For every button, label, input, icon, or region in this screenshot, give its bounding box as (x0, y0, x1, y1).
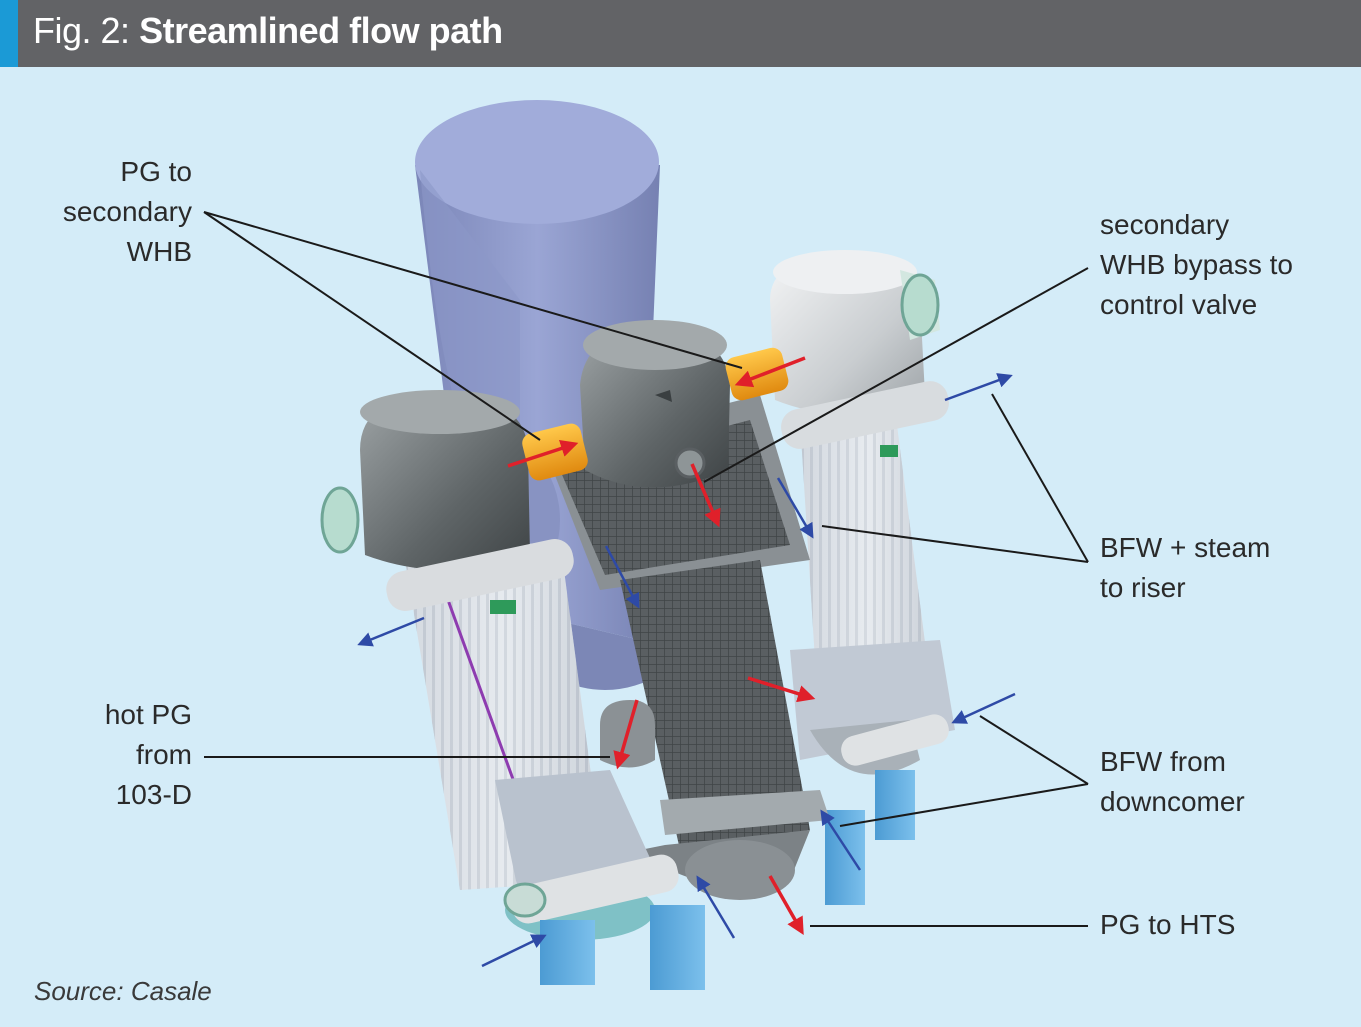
blue-arrow-downcomer-lower (820, 809, 862, 871)
label-pg-to-hts: PG to HTS (1100, 909, 1236, 940)
blue-arrow-right-tubes (776, 477, 814, 539)
red-arrow-right-shell (747, 676, 816, 703)
blue-arrow-downcomer-right (951, 692, 1016, 724)
leader-downcomer-1 (979, 715, 1089, 785)
figure-header-bar: Fig. 2: Streamlined flow path (0, 0, 1361, 67)
left-heat-exchanger (320, 390, 679, 940)
leader-bfw-steam-2 (821, 525, 1089, 563)
blue-arrow-left-bottom (481, 934, 547, 968)
center-heat-exchanger (545, 320, 830, 900)
figure-title: Fig. 2: Streamlined flow path (33, 10, 503, 52)
leader-pg-secondary-1 (203, 211, 541, 441)
blue-arrow-center-left (604, 545, 640, 609)
label-bfw-steam-to-riser: BFW + steam to riser (1100, 532, 1271, 603)
leader-pg-secondary-2 (203, 211, 743, 369)
left-support-blocks (540, 905, 705, 990)
red-arrow-center-down (690, 463, 721, 528)
red-arrow-nozzle-right (734, 356, 806, 388)
leader-bfw-steam-1 (991, 393, 1089, 563)
leader-bypass (703, 267, 1089, 483)
red-arrow-hts-outlet (768, 875, 804, 936)
blue-arrow-right-riser (944, 373, 1013, 402)
callout-leader-lines (203, 211, 1089, 927)
leader-downcomer-2 (839, 783, 1089, 827)
hot-gas-flow-arrows (507, 356, 816, 936)
source-credit: Source: Casale (34, 976, 212, 1006)
red-arrow-nozzle-left (507, 440, 579, 468)
label-secondary-whb-bypass: secondary WHB bypass to control valve (1100, 209, 1293, 320)
label-bfw-from-downcomer: BFW from downcomer (1100, 746, 1245, 817)
figure-number: Fig. 2: (33, 10, 130, 51)
water-flow-arrows (357, 373, 1016, 968)
label-pg-to-secondary-whb: PG to secondary WHB (62, 156, 192, 267)
red-arrow-inlet (613, 699, 639, 770)
blue-arrow-center-bottom (696, 875, 736, 939)
blue-arrow-left-riser (357, 616, 425, 647)
figure-title-text: Streamlined flow path (139, 10, 503, 51)
header-accent-strip (0, 0, 18, 67)
label-hot-pg-from-103d: hot PG from 103-D (104, 699, 192, 810)
right-heat-exchanger (770, 250, 955, 775)
